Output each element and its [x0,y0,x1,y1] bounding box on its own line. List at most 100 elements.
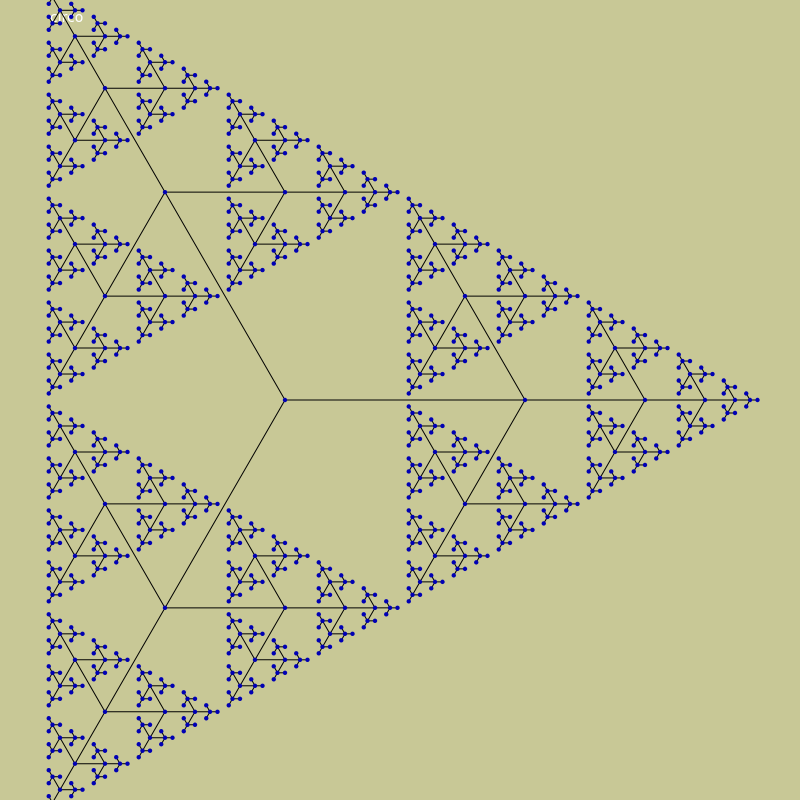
graph-node [237,631,243,637]
graph-node [95,540,100,546]
graph-node [496,339,501,344]
graph-edge [52,373,61,388]
graph-node [271,534,276,539]
graph-node [249,521,254,526]
graph-node [91,755,96,760]
graph-edge [682,425,691,440]
graph-node [316,573,321,578]
graph-node [226,560,231,565]
graph-edge [74,659,106,713]
graph-node [474,352,479,357]
graph-node [57,696,63,701]
graph-node [680,436,685,442]
graph-node [271,677,276,682]
graph-edge [53,0,61,11]
graph-node [91,573,96,578]
graph-edge [59,633,76,661]
graph-node [687,410,693,416]
graph-node [136,287,141,292]
graph-node [417,566,423,572]
graph-node [680,410,685,416]
graph-node [297,553,303,559]
graph-node [136,729,141,734]
graph-node [609,469,614,474]
graph-node [305,241,310,247]
graph-node [72,787,78,792]
graph-edge [232,113,241,128]
graph-node [699,365,704,370]
graph-node [170,735,175,740]
graph-node [417,423,423,429]
graph-node [46,534,51,539]
graph-edge [232,633,241,648]
graph-node [102,254,108,260]
graph-edge [97,542,106,557]
graph-node [597,306,603,312]
graph-node [747,397,753,403]
graph-edge [59,321,76,349]
graph-node [136,300,141,305]
graph-node [249,690,254,695]
graph-node [507,280,513,286]
graph-node [147,670,153,675]
graph-edge [329,581,346,609]
graph-node [69,209,74,214]
graph-node [252,137,258,143]
graph-node [69,105,74,110]
graph-edge [599,451,616,479]
graph-node [384,196,389,201]
graph-node [519,482,524,487]
graph-node [102,501,108,507]
graph-node [530,527,535,533]
graph-node [507,332,513,338]
graph-node [474,339,479,344]
graph-node [406,456,411,461]
graph-node [140,280,145,286]
graph-node [297,657,303,663]
graph-edge [434,451,466,505]
graph-node [432,215,438,221]
graph-node [477,449,483,455]
graph-edge [52,412,61,427]
graph-node [410,254,415,260]
graph-node [429,274,434,279]
graph-node [140,47,145,52]
graph-node [226,131,231,136]
graph-node [339,586,344,591]
graph-node [282,553,288,559]
graph-node [181,274,186,279]
graph-node [249,157,254,162]
graph-node [462,228,468,234]
graph-node [91,664,96,669]
graph-node [620,475,625,481]
graph-edge [547,295,556,310]
graph-node [117,449,123,455]
graph-node [162,86,168,91]
graph-node [95,774,100,779]
graph-node [249,586,254,591]
graph-node [297,241,303,247]
graph-node [552,306,558,312]
graph-node [162,319,168,325]
graph-edge [74,503,106,557]
graph-edge [412,321,421,336]
graph-node [440,215,445,221]
graph-edge [592,412,601,427]
graph-node [102,644,108,650]
graph-node [136,79,141,84]
graph-node [226,677,231,682]
graph-edge [322,165,331,180]
graph-node [676,404,681,409]
graph-node [654,456,659,461]
graph-node [496,300,501,305]
graph-node [500,306,505,312]
graph-edge [322,620,331,635]
graph-node [590,488,595,494]
graph-node [57,540,63,546]
graph-node [451,222,456,227]
graph-node [586,443,591,448]
graph-node [237,215,243,221]
graph-edge [149,503,166,531]
graph-node [365,592,370,598]
graph-node [46,105,51,110]
